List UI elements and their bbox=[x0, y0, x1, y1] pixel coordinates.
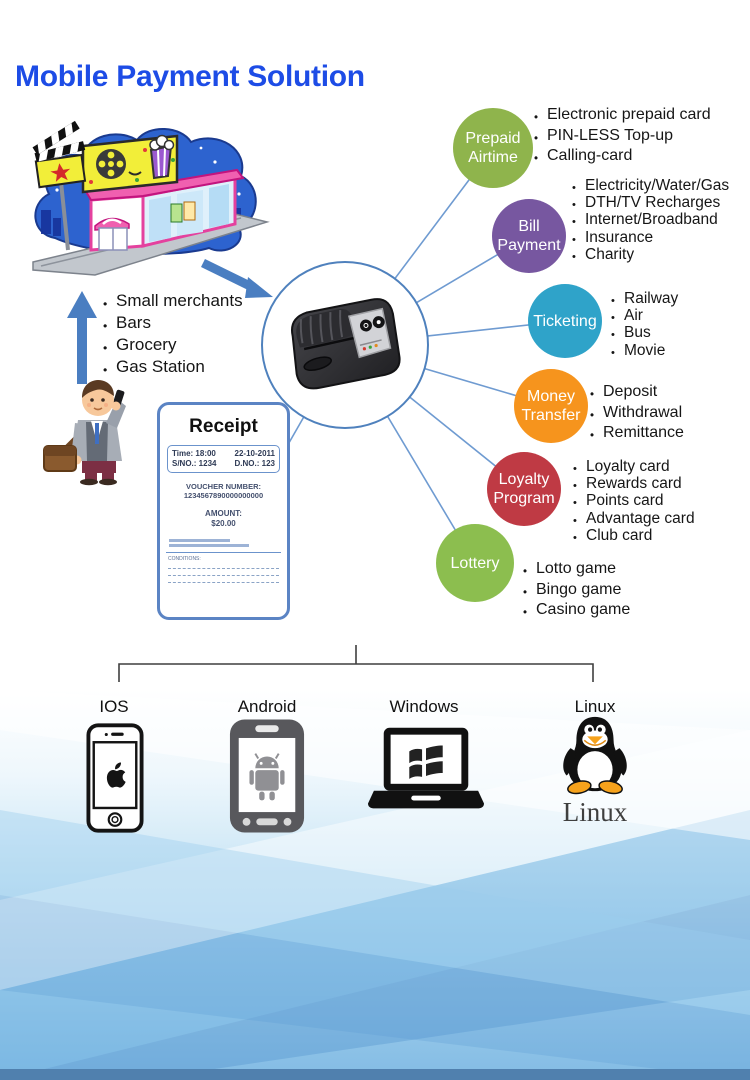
receipt-title: Receipt bbox=[189, 416, 258, 437]
service-bubble-money-transfer: Money Transfer bbox=[514, 369, 588, 443]
service-bubble-ticketing: Ticketing bbox=[528, 284, 602, 358]
merchant-list: Small merchants Bars Grocery Gas Station bbox=[103, 290, 243, 378]
merchant-item: Bars bbox=[103, 312, 243, 334]
receipt-date: 22-10-2011 bbox=[234, 449, 275, 458]
windows-laptop-icon bbox=[368, 727, 484, 809]
service-item: Charity bbox=[572, 246, 729, 263]
service-item: Railway bbox=[611, 290, 678, 307]
printer-hub-circle bbox=[261, 261, 429, 429]
service-bubble-bill-payment: Bill Payment bbox=[492, 199, 566, 273]
receipt-card: Receipt Time: 18:00 22-10-2011 S/NO.: 12… bbox=[157, 402, 290, 620]
receipt-meta-box: Time: 18:00 22-10-2011 S/NO.: 1234 D.NO.… bbox=[167, 445, 280, 473]
iphone-icon bbox=[86, 723, 144, 833]
merchant-item: Gas Station bbox=[103, 356, 243, 378]
service-bubble-loyalty-program: Loyalty Program bbox=[487, 452, 561, 526]
platform-bracket bbox=[118, 645, 594, 682]
service-item: Withdrawal bbox=[590, 403, 684, 424]
service-list-prepaid-airtime: Electronic prepaid card PIN-LESS Top-up … bbox=[534, 105, 711, 167]
platform-label-linux: Linux bbox=[574, 697, 616, 716]
service-list-loyalty-program: Loyalty card Rewards card Points card Ad… bbox=[573, 458, 695, 544]
service-item: Loyalty card bbox=[573, 458, 695, 475]
service-item: Insurance bbox=[572, 229, 729, 246]
bubble-label-line: Bill bbox=[518, 218, 540, 235]
merchant-item: Grocery bbox=[103, 334, 243, 356]
service-item: Electronic prepaid card bbox=[534, 105, 711, 126]
amount-label: AMOUNT: bbox=[205, 509, 242, 518]
service-item: Movie bbox=[611, 342, 678, 359]
service-list-money-transfer: Deposit Withdrawal Remittance bbox=[590, 382, 684, 444]
wave-pattern bbox=[0, 690, 750, 1080]
service-item: Bus bbox=[611, 324, 678, 341]
amount-value: $20.00 bbox=[211, 519, 236, 528]
voucher-value: 1234567890000000000 bbox=[183, 491, 264, 500]
android-phone-icon bbox=[229, 719, 305, 833]
linux-wordmark: Linux bbox=[562, 797, 628, 827]
platform-label-windows: Windows bbox=[389, 697, 459, 716]
bubble-label-line: Program bbox=[493, 490, 555, 507]
footer-bar bbox=[0, 1069, 750, 1080]
voucher-label: VOUCHER NUMBER: bbox=[186, 482, 261, 491]
bubble-label-line: Payment bbox=[497, 237, 561, 254]
service-bubble-lottery: Lottery bbox=[436, 524, 514, 602]
bubble-label-line: Ticketing bbox=[533, 312, 597, 330]
portable-thermal-printer-image bbox=[291, 298, 401, 390]
receipt-fine-print bbox=[169, 539, 287, 547]
service-item: PIN-LESS Top-up bbox=[534, 126, 711, 147]
service-list-lottery: Lotto game Bingo game Casino game bbox=[523, 559, 630, 621]
background-wave-decoration bbox=[0, 690, 750, 1080]
service-item: Bingo game bbox=[523, 580, 630, 601]
service-item: Calling-card bbox=[534, 146, 711, 167]
merchant-item: Small merchants bbox=[103, 290, 243, 312]
bubble-label-line: Lottery bbox=[450, 554, 500, 572]
bubble-label-line: Prepaid bbox=[465, 130, 521, 147]
service-item: Points card bbox=[573, 492, 695, 509]
service-item: DTH/TV Recharges bbox=[572, 194, 729, 211]
receipt-divider bbox=[166, 551, 281, 553]
service-item: Internet/Broadband bbox=[572, 211, 729, 228]
service-list-bill-payment: Electricity/Water/Gas DTH/TV Recharges I… bbox=[572, 177, 729, 263]
platform-label-android: Android bbox=[237, 697, 297, 716]
service-item: Lotto game bbox=[523, 559, 630, 580]
receipt-doc-no: D.NO.: 123 bbox=[234, 459, 275, 468]
receipt-voucher: VOUCHER NUMBER: 1234567890000000000 bbox=[160, 482, 287, 500]
service-item: Club card bbox=[573, 527, 695, 544]
page-title: Mobile Payment Solution bbox=[15, 60, 365, 93]
service-item: Remittance bbox=[590, 423, 684, 444]
bubble-label-line: Loyalty bbox=[498, 471, 550, 488]
receipt-conditions: CONDITIONS: bbox=[168, 556, 279, 583]
receipt-time: Time: 18:00 bbox=[172, 449, 216, 458]
platform-label-ios: IOS bbox=[99, 697, 129, 716]
service-item: Electricity/Water/Gas bbox=[572, 177, 729, 194]
bubble-label-line: Transfer bbox=[521, 407, 581, 424]
receipt-amount: AMOUNT: $20.00 bbox=[160, 509, 287, 529]
service-item: Casino game bbox=[523, 600, 630, 621]
businessman-with-phone-illustration bbox=[43, 380, 126, 486]
receipt-serial-no: S/NO.: 1234 bbox=[172, 459, 217, 468]
bubble-label-line: Airtime bbox=[468, 149, 518, 166]
service-item: Air bbox=[611, 307, 678, 324]
service-bubble-prepaid-airtime: Prepaid Airtime bbox=[453, 108, 533, 188]
service-list-ticketing: Railway Air Bus Movie bbox=[611, 290, 678, 359]
movie-store-illustration bbox=[32, 120, 270, 276]
service-item: Advantage card bbox=[573, 510, 695, 527]
bubble-label-line: Money bbox=[526, 388, 576, 405]
conditions-label: CONDITIONS: bbox=[168, 555, 201, 562]
service-item: Rewards card bbox=[573, 475, 695, 492]
service-item: Deposit bbox=[590, 382, 684, 403]
tux-penguin-icon bbox=[563, 716, 627, 795]
